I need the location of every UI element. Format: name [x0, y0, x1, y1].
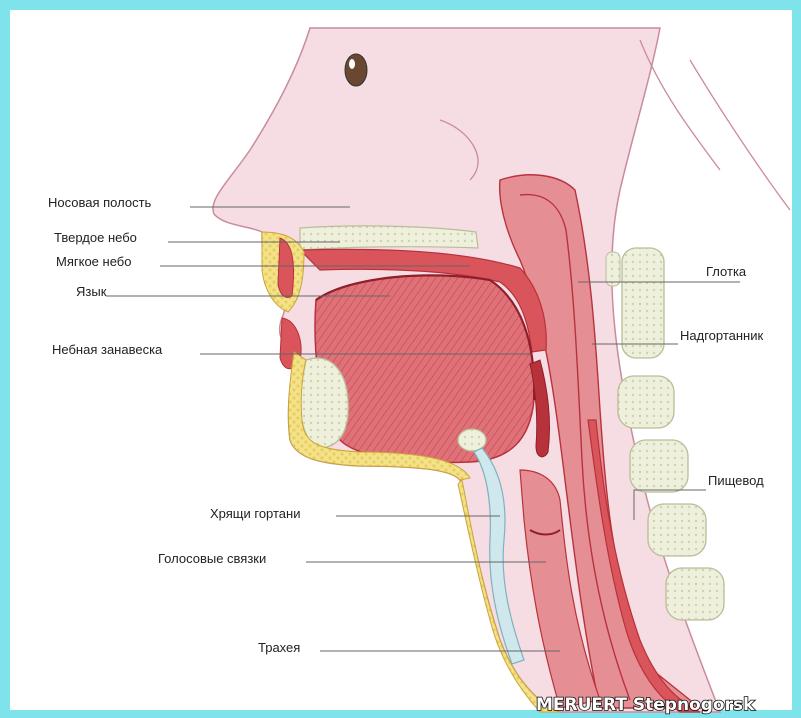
label-tongue: Язык	[76, 284, 107, 299]
label-velum: Небная занавеска	[52, 342, 163, 357]
label-esophagus: Пищевод	[708, 473, 764, 488]
vertebra	[622, 248, 664, 358]
eye	[345, 54, 367, 86]
label-soft-palate: Мягкое небо	[56, 254, 131, 269]
label-vocal-cords: Голосовые связки	[158, 551, 266, 566]
label-trachea: Трахея	[258, 640, 300, 655]
tongue-muscle	[315, 275, 534, 462]
label-larynx-cartilage: Хрящи гортани	[210, 506, 300, 521]
label-pharynx: Глотка	[706, 264, 747, 279]
vertebra	[606, 252, 620, 286]
label-epiglottis: Надгортанник	[680, 328, 763, 343]
label-nasal-cavity: Носовая полость	[48, 195, 152, 210]
vertebra	[648, 504, 706, 556]
eye-highlight	[349, 59, 355, 69]
vertebra	[630, 440, 688, 492]
vertebra	[666, 568, 724, 620]
label-hard-palate: Твердое небо	[54, 230, 137, 245]
hard-palate-bone	[300, 226, 478, 250]
watermark-text: MERUERT Stepnogorsk	[536, 695, 755, 715]
vertebra	[618, 376, 674, 428]
